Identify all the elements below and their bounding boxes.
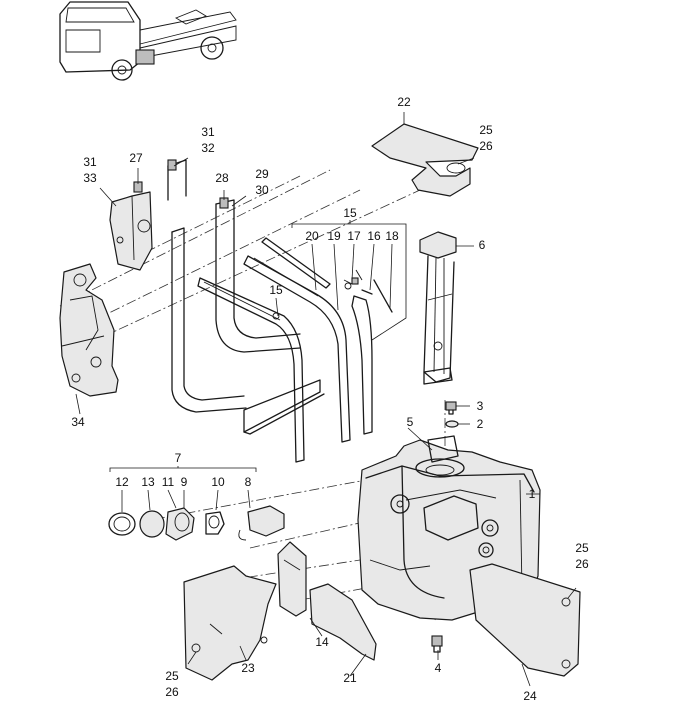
label-2: 2 <box>477 417 484 431</box>
part-labels: 22 25 26 31 32 31 33 27 28 29 30 15 20 1… <box>71 95 589 703</box>
label-25-top: 25 <box>479 123 493 137</box>
drain-plug-4 <box>431 635 443 653</box>
label-11: 11 <box>162 475 175 489</box>
label-24: 24 <box>523 689 537 703</box>
label-34: 34 <box>71 415 85 429</box>
strap-15-left <box>197 277 305 463</box>
label-4: 4 <box>435 661 442 675</box>
strap-19-20 <box>243 237 351 443</box>
label-5: 5 <box>407 415 414 429</box>
side-shield-24 <box>469 563 581 677</box>
bracket-21 <box>309 583 377 661</box>
bracket-14 <box>277 541 307 617</box>
label-26-bottom: 26 <box>165 685 179 699</box>
label-27: 27 <box>129 151 143 165</box>
label-15: 15 <box>269 283 283 297</box>
mount-assembly-34 <box>59 263 119 397</box>
cover-plate-22 <box>371 123 479 197</box>
filler-neck-5 <box>427 435 459 463</box>
label-25-bottom: 25 <box>165 669 179 683</box>
label-25-right: 25 <box>575 541 589 555</box>
label-13: 13 <box>141 475 155 489</box>
label-26-top: 26 <box>479 139 493 153</box>
strap-16-17-18 <box>343 269 393 435</box>
group-brackets <box>109 220 407 472</box>
label-30: 30 <box>255 183 269 197</box>
label-9: 9 <box>181 475 188 489</box>
label-33: 33 <box>83 171 97 185</box>
label-21: 21 <box>343 671 357 685</box>
step-plate-23 <box>183 565 277 681</box>
leader-lines <box>75 112 577 687</box>
label-17: 17 <box>347 229 361 243</box>
label-8: 8 <box>245 475 252 489</box>
label-31-left: 31 <box>83 155 97 169</box>
label-14: 14 <box>315 635 329 649</box>
label-10: 10 <box>211 475 225 489</box>
label-16: 16 <box>367 229 381 243</box>
label-29: 29 <box>255 167 269 181</box>
label-12: 12 <box>115 475 129 489</box>
tank-strap-frame <box>167 159 325 435</box>
fuel-sender-6 <box>419 231 457 385</box>
label-22: 22 <box>397 95 411 109</box>
bracket-27 <box>109 181 153 271</box>
label-23: 23 <box>241 661 255 675</box>
filler-cap-assembly-7 <box>108 505 285 541</box>
label-28: 28 <box>215 171 229 185</box>
label-6: 6 <box>479 238 486 252</box>
label-7: 7 <box>175 451 182 465</box>
truck-locator-icon <box>59 1 237 81</box>
label-15-group: 15 <box>343 206 357 220</box>
label-18: 18 <box>385 229 399 243</box>
label-3: 3 <box>477 399 484 413</box>
label-19: 19 <box>327 229 341 243</box>
label-31-top: 31 <box>201 125 215 139</box>
label-32: 32 <box>201 141 215 155</box>
label-1: 1 <box>529 487 536 501</box>
label-26-right: 26 <box>575 557 589 571</box>
label-20: 20 <box>305 229 319 243</box>
